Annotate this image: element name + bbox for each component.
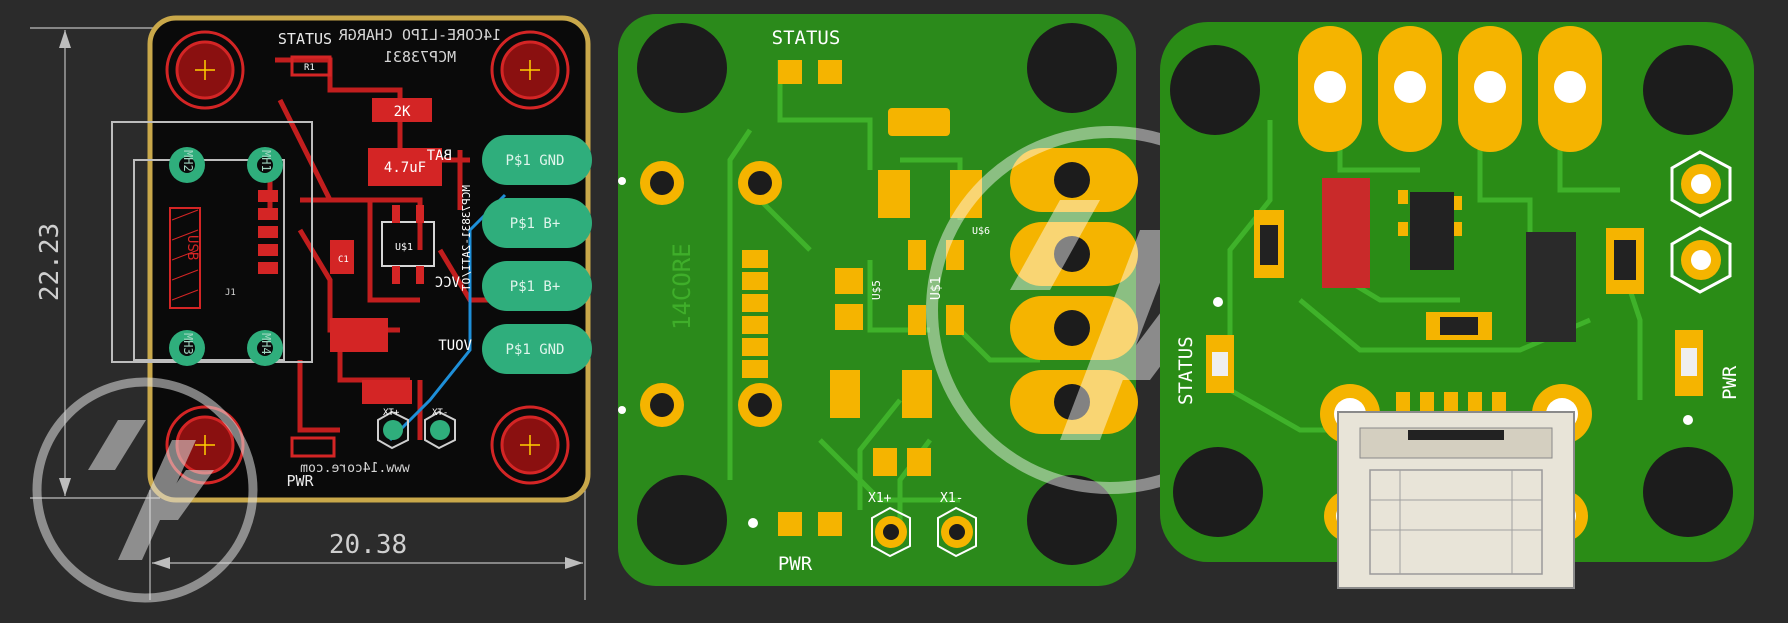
chip-label: MCP73831-2ATI/OT	[460, 185, 473, 291]
copper-xplus-label: X1+	[868, 491, 892, 506]
j1-label: J1	[225, 288, 236, 298]
watermark-logo	[32, 377, 258, 603]
render-traces	[1227, 120, 1643, 433]
render-components	[1206, 178, 1703, 396]
header-line1: 14CORE-LIPO CHARGR	[338, 26, 502, 44]
usb-gold-pins	[742, 250, 768, 378]
usb-text: USB	[184, 235, 200, 260]
mh2-label: MH2	[181, 150, 195, 172]
xt-pins	[377, 410, 456, 450]
copper-mount-holes	[637, 23, 1117, 565]
copper-u5-label: U$5	[870, 280, 883, 300]
dimension-height: 22.23	[35, 223, 65, 301]
usb-hatch	[169, 207, 201, 309]
c1-label: C1	[338, 255, 349, 265]
trace-blue	[388, 193, 507, 442]
pad1-label: P$1 GND	[505, 153, 564, 169]
vout-label: VOUT	[438, 338, 472, 354]
copper-x-pins	[871, 506, 977, 558]
vcc-label: VCC	[435, 275, 460, 291]
copper-battery-pads	[1010, 148, 1138, 434]
render-status-label: STATUS	[1175, 336, 1197, 405]
battery-pads	[482, 135, 592, 374]
copper-xminus-label: X1-	[940, 491, 963, 506]
smd-parts	[290, 55, 442, 458]
usb-mount-pads	[169, 147, 283, 366]
usb-pin-pads	[258, 190, 278, 274]
render-dot	[1683, 415, 1693, 425]
usb-gold-pads	[640, 161, 782, 427]
xt-plus-label: XT+	[383, 408, 400, 418]
render-header-pins	[1298, 26, 1602, 152]
resistor-label: 2K	[394, 104, 411, 120]
bat-label: BAT	[426, 148, 452, 164]
copper-dot	[618, 177, 626, 185]
copper-smd-pads	[778, 60, 982, 536]
r1-label: R1	[304, 63, 315, 73]
render-dot	[1213, 297, 1223, 307]
cap-label: 4.7uF	[384, 160, 426, 176]
xt-minus-label: XT-	[432, 408, 448, 418]
render-pwr-label: PWR	[1719, 365, 1741, 400]
copper-u6-label: U$6	[972, 226, 990, 237]
copper-dot	[618, 406, 626, 414]
copper-dot	[748, 518, 758, 528]
mh4-label: MH4	[259, 333, 273, 355]
copper-board	[618, 14, 1136, 586]
usb-footprint	[111, 121, 313, 363]
url-label: www.14core.com	[300, 461, 410, 476]
copper-traces	[727, 60, 1040, 520]
status-label: STATUS	[278, 30, 332, 48]
pwr-label: PWR	[286, 472, 314, 490]
copper-status-label: STATUS	[772, 27, 841, 49]
mh1-label: MH1	[259, 150, 273, 172]
render-view: STATUS PWR	[1160, 22, 1754, 589]
dimension-width: 20.38	[329, 530, 407, 560]
header-line2: MCP73831	[384, 48, 456, 66]
render-usb-connector	[1337, 411, 1575, 589]
copper-u1-label: U$1	[929, 277, 944, 300]
copper-pwr-label: PWR	[778, 553, 813, 575]
layout-view: 22.23 20.38	[30, 15, 592, 603]
render-mount-holes	[1170, 45, 1733, 537]
pad3-label: P$1 B+	[510, 279, 561, 295]
render-right-pins	[1670, 150, 1732, 294]
copper-view: STATUS PWR 14CORE X1+ X1- U$1 U$5 U$6	[618, 14, 1294, 586]
render-board	[1160, 22, 1754, 562]
pad2-label: P$1 B+	[510, 216, 561, 232]
crosshair-marks	[195, 60, 540, 455]
pad4-label: P$1 GND	[505, 342, 564, 358]
copper-brand-label: 14CORE	[668, 243, 696, 330]
mh3-label: MH3	[181, 333, 195, 355]
u1-label: U$1	[395, 242, 413, 253]
